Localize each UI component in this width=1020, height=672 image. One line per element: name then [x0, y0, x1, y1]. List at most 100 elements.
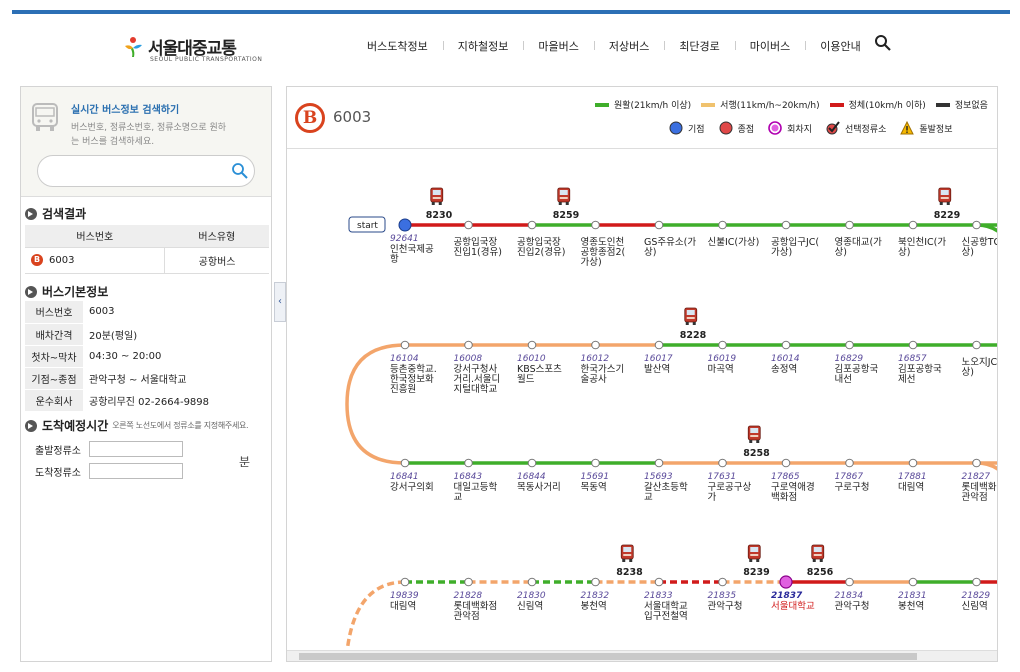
bus-id-label: 8239 — [743, 567, 769, 578]
stop-name: 가 — [708, 492, 717, 503]
destination-stop-input[interactable] — [89, 463, 183, 479]
bus-icon — [747, 425, 761, 443]
result-bus-number[interactable]: 6003 — [49, 255, 75, 266]
bus-wheel — [819, 559, 823, 562]
bus-stripe — [750, 554, 759, 556]
stop-marker — [591, 458, 600, 468]
bus-id-label: 8256 — [807, 567, 834, 578]
stop-name: 한국가스기 — [581, 364, 625, 375]
bus-wheel — [756, 559, 760, 562]
stop-name: 구로구청 — [835, 482, 870, 493]
stop-marker — [908, 220, 918, 230]
stop-code: 16017 — [644, 354, 673, 364]
site-logo[interactable]: 서울대중교통 SEOUL PUBLIC TRANSPORTATION — [122, 34, 262, 63]
stop-name: 입구전철역 — [644, 610, 688, 622]
stop-code: 21835 — [708, 591, 737, 601]
nav-shortest-route[interactable]: 최단경로 — [664, 38, 734, 54]
nav-subway[interactable]: 지하철정보 — [442, 38, 524, 54]
stop-marker — [908, 577, 918, 587]
bus-id-label: 8229 — [934, 210, 960, 221]
bus-wheel — [939, 202, 943, 205]
stop-marker — [972, 340, 981, 350]
stop-marker — [527, 220, 537, 230]
route-curve — [345, 580, 406, 649]
search-box: 실시간 버스정보 검색하기 버스번호, 정류소번호, 정류소명으로 원하는 버스… — [21, 87, 271, 197]
destination-row: 도착정류소 — [35, 463, 183, 479]
stop-marker — [400, 458, 410, 468]
legend-item: 서행(11km/h~20km/h) — [701, 98, 820, 111]
stop-name: 목동역 — [581, 482, 607, 493]
stop-name: 등촌중학교. — [390, 364, 437, 375]
logo-mark-icon — [122, 36, 144, 58]
stop-code: 21832 — [581, 591, 610, 601]
collapse-panel-button[interactable]: ‹ — [274, 282, 286, 322]
stop-name: 교 — [644, 492, 653, 503]
stop-name: 상) — [644, 247, 656, 258]
nav-low-floor-bus[interactable]: 저상버스 — [593, 38, 664, 54]
bus-icon — [938, 187, 952, 205]
stop-name: 신림역 — [517, 600, 543, 612]
nav-village-bus[interactable]: 마을버스 — [523, 38, 593, 54]
stop-name: 공항입국장 — [454, 236, 498, 248]
bus-icon — [557, 187, 571, 205]
stop-marker — [464, 220, 473, 230]
search-input[interactable] — [37, 155, 255, 187]
legend-swatch — [595, 102, 609, 107]
end-point-icon — [719, 121, 733, 135]
legend-label: 서행(11km/h~20km/h) — [720, 101, 820, 111]
stop-code: 21830 — [517, 591, 546, 601]
stop-name: 대림역 — [390, 600, 416, 612]
bus-wheel — [812, 559, 816, 562]
stop-marker — [464, 458, 473, 468]
stop-code: 17631 — [708, 472, 737, 482]
incident-warning-icon — [900, 121, 915, 135]
nav-guide[interactable]: 이용안내 — [805, 38, 875, 54]
departure-stop-input[interactable] — [89, 441, 183, 457]
nav-my-bus[interactable]: 마이버스 — [734, 38, 805, 54]
legend-label: 기점 — [688, 124, 705, 135]
stop-name: 교 — [454, 492, 463, 503]
route-number: 6003 — [333, 108, 372, 126]
nav-bus-arrival[interactable]: 버스도착정보 — [367, 40, 428, 53]
stop-name: 북인천IC(가 — [898, 237, 946, 248]
nav-search-icon[interactable] — [874, 34, 892, 52]
legend-swatch — [829, 102, 844, 107]
info-value: 관악구청 ~ 서울대학교 — [83, 367, 269, 390]
stop-marker — [845, 220, 854, 230]
scrollbar-thumb[interactable] — [299, 653, 917, 660]
stop-name: GS주유소(가 — [644, 237, 696, 248]
bus-icon — [747, 544, 761, 562]
bus-window — [813, 547, 822, 552]
stop-name: 진흥원 — [390, 383, 416, 395]
bus-icon — [430, 187, 444, 205]
legend-label: 원활(21km/h 이상) — [614, 101, 692, 111]
section-bullet-icon — [25, 419, 37, 432]
stop-name: 김포공항국 — [898, 363, 942, 375]
route-curve — [976, 223, 997, 233]
stop-code: 21828 — [454, 591, 483, 601]
bus-stripe — [432, 197, 441, 199]
bus-stripe — [813, 554, 822, 556]
legend-label: 종점 — [737, 124, 755, 135]
stop-marker — [591, 340, 600, 350]
legend-label: 정체(10km/h 이하) — [848, 101, 926, 111]
bus-stripe — [940, 197, 949, 199]
stop-marker — [972, 577, 981, 587]
section-bullet-icon — [25, 285, 37, 298]
stop-name: 가상) — [581, 257, 602, 268]
stop-name: KBS스포츠 — [517, 364, 562, 375]
horizontal-scrollbar[interactable] — [287, 650, 997, 661]
stop-name: 송정역 — [771, 364, 797, 375]
logo-text: 서울대중교통 — [148, 39, 237, 59]
stop-marker — [464, 340, 473, 350]
bus-wheel — [749, 559, 753, 562]
stop-code: 19839 — [390, 591, 419, 601]
search-icon[interactable] — [231, 162, 249, 180]
stop-name: 제선 — [898, 374, 915, 385]
bus-wheel — [558, 202, 562, 205]
